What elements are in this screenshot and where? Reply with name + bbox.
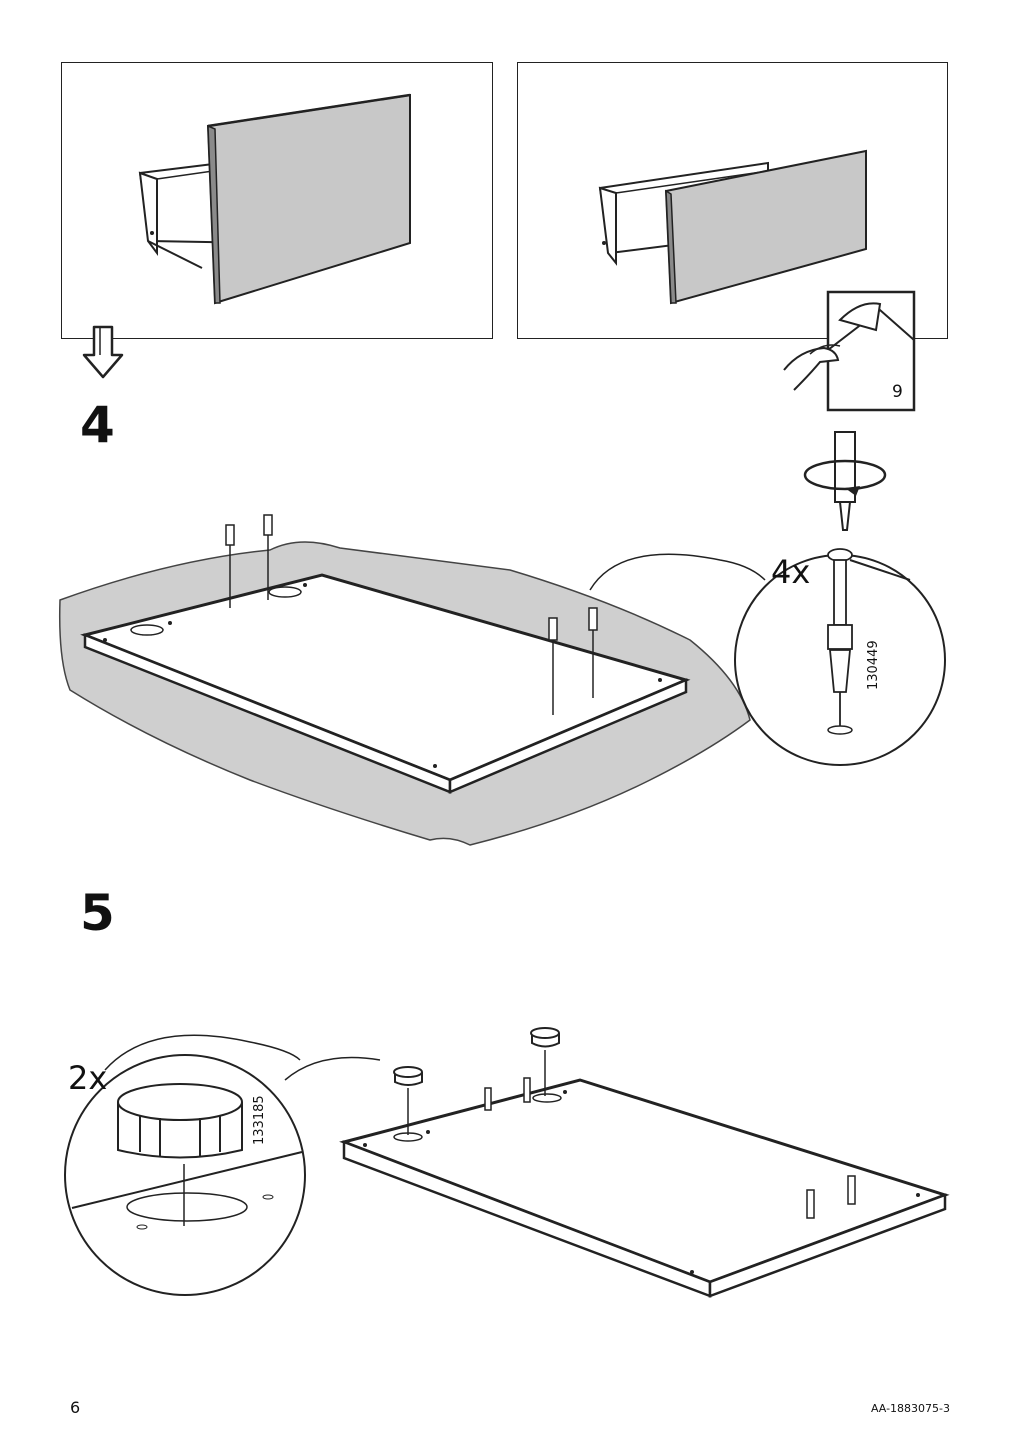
step5-board-illustration (339, 1027, 950, 1298)
step4-panel-on-carpet (58, 514, 751, 846)
drawer-illustration-left (138, 93, 411, 305)
step5-part-number: 133185 (252, 1095, 267, 1145)
illustration-panel-drawer-front-left (61, 62, 493, 339)
document-code: AA-1883075-3 (870, 1402, 950, 1415)
step5-detail-callout (64, 1034, 381, 1296)
screwdriver-rotate-icon (803, 431, 887, 531)
illustration-panel-drawer-front-right (517, 62, 948, 339)
page-number: 6 (70, 1398, 81, 1417)
step4-quantity: 4x (771, 553, 811, 591)
step4-detail-callout (589, 548, 946, 766)
step4-part-number: 130449 (866, 640, 881, 690)
arrow-down-icon (82, 325, 124, 379)
step5-quantity: 2x (68, 1059, 108, 1097)
peel-sticker-icon: 9 (780, 290, 916, 412)
step-number-4: 4 (80, 396, 115, 454)
reference-page-number: 9 (892, 382, 903, 402)
drawer-illustration-right (598, 149, 867, 305)
step-number-5: 5 (80, 884, 115, 942)
